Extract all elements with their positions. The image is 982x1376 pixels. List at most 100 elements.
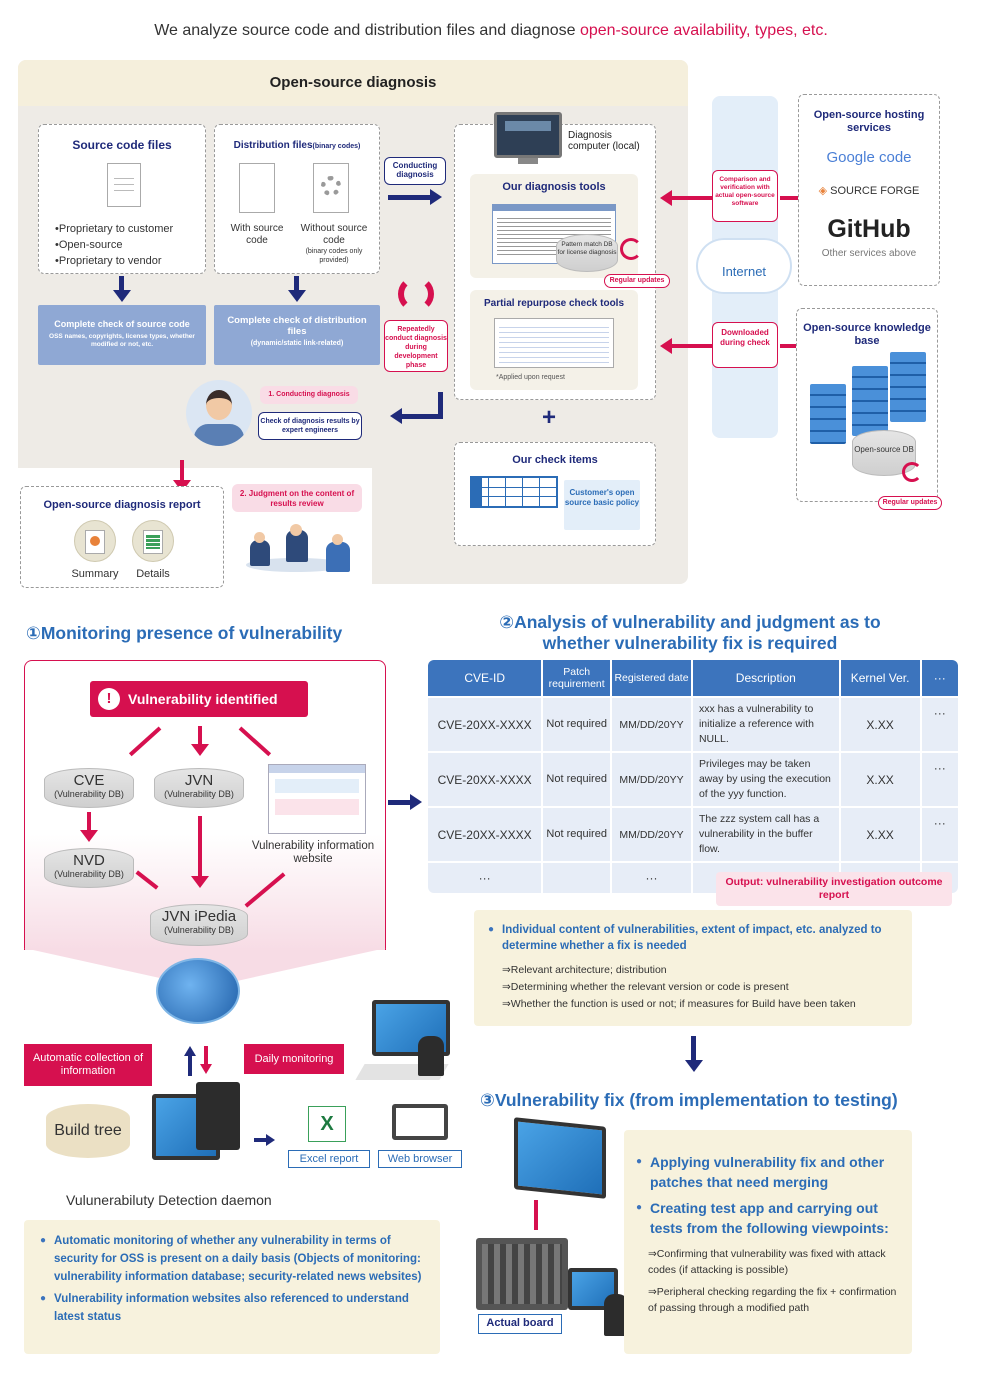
server-icon [890, 352, 926, 422]
table-cell: X.XX [840, 698, 920, 751]
monitor-icon [514, 1117, 606, 1199]
update-cycle-icon [902, 462, 922, 482]
actual-board-label: Actual board [478, 1314, 562, 1334]
table-cell: CVE-20XX-XXXX [428, 698, 542, 751]
analysis-bullet: Individual content of vulnerabilities, e… [488, 922, 898, 954]
server-tower-icon [196, 1082, 240, 1150]
check-source-box: Complete check of source code OSS names,… [38, 305, 206, 365]
cve-label: CVE [73, 772, 105, 789]
dist-files-title-suffix: (binary codes) [312, 143, 361, 150]
source-item: •Proprietary to customer [55, 223, 174, 235]
dist-files-title: Distribution files(binary codes) [215, 140, 379, 151]
arrow-down-icon [200, 1064, 212, 1074]
table-cell: The zzz system call has a vulnerability … [692, 808, 839, 861]
arrow-stem [780, 196, 798, 200]
computer-icon [494, 112, 562, 158]
table-cell: X.XX [840, 753, 920, 806]
excel-report-label: Excel report [288, 1150, 370, 1168]
analysis-title: ②Analysis of vulnerability and judgment … [440, 612, 940, 654]
arrow-right-icon [266, 1134, 275, 1146]
cable-line [534, 1200, 538, 1230]
dist-files-title-main: Distribution files [233, 140, 313, 151]
output-tag: Output: vulnerability investigation outc… [716, 872, 952, 906]
dist-files-box: Distribution files(binary codes) With so… [214, 124, 380, 274]
downloaded-tag: Downloaded during check [712, 322, 778, 368]
source-files-box: Source code files •Proprietary to custom… [38, 124, 206, 274]
arrow-stem [180, 460, 184, 482]
monitoring-bullet-list: Automatic monitoring of whether any vuln… [40, 1232, 426, 1326]
github-logo: GitHub [827, 215, 911, 243]
nvd-label: NVD [73, 852, 105, 869]
table-cell: Not required [543, 698, 611, 751]
plus-sign: + [542, 404, 557, 431]
jvn-ipedia-db: JVN iPedia (Vulnerability DB) [150, 904, 248, 946]
col-patch: Patch requirement [543, 660, 611, 696]
daily-tag: Daily monitoring [244, 1044, 344, 1074]
cve-header-row: CVE-ID Patch requirement Registered date… [428, 660, 958, 696]
web-browser-label: Web browser [378, 1150, 462, 1168]
document-icon [107, 163, 141, 207]
table-cell: MM/DD/20YY [612, 753, 691, 806]
other-services: Other services above [821, 248, 917, 259]
comparison-tag: Comparison and verification with actual … [712, 170, 778, 222]
server-icon [852, 366, 888, 436]
header-lead: We analyze source code and distribution … [0, 22, 982, 40]
table-cell: CVE-20XX-XXXX [428, 808, 542, 861]
arrow-stem [204, 1046, 208, 1066]
vuln-identified-label: Vulnerability identified [128, 691, 278, 707]
arrow-down-icon [685, 1060, 703, 1072]
arrow-down-icon [191, 876, 209, 888]
person-icon [418, 1036, 444, 1076]
details-icon [132, 520, 174, 562]
arrow-left-icon [660, 190, 672, 206]
table-cell: ··· [612, 863, 691, 893]
arrow-down-icon [113, 290, 131, 302]
arrow-stem [87, 812, 91, 832]
check-results-tag: Check of diagnosis results by expert eng… [258, 412, 362, 440]
with-source-label: With source code [230, 223, 284, 246]
col-description: Description [692, 660, 839, 696]
check-dist-box: Complete check of distribution files (dy… [214, 305, 380, 365]
table-cell: MM/DD/20YY [612, 698, 691, 751]
db-label: (Vulnerability DB) [54, 869, 124, 879]
fix-notes: Applying vulnerability fix and other pat… [624, 1130, 912, 1354]
alert-icon: ! [98, 688, 120, 710]
jvn-label: JVN [184, 772, 214, 789]
diagnosis-title-bar [18, 60, 688, 106]
globe-icon [156, 958, 240, 1024]
arrow-stem [672, 196, 712, 200]
sourceforge-text: SOURCE FORGE [830, 185, 920, 197]
monitoring-bullet: Vulnerability information websites also … [40, 1290, 426, 1326]
computer-label: Diagnosis computer (local) [568, 130, 640, 152]
arrow-left-icon [390, 408, 402, 424]
server-icon [810, 384, 846, 444]
excel-icon: X [308, 1106, 346, 1142]
knowledge-title: Open-source knowledge base [803, 322, 931, 347]
arrow-stem [780, 344, 798, 348]
step1-tag: 1. Conducting diagnosis [260, 386, 358, 404]
col-kernel: Kernel Ver. [840, 660, 920, 696]
table-cell: ··· [921, 753, 958, 806]
col-cve-id: CVE-ID [428, 660, 542, 696]
table-cell: Not required [543, 753, 611, 806]
cve-table: CVE-ID Patch requirement Registered date… [426, 658, 960, 895]
analysis-subitem: ⇒Determining whether the relevant versio… [502, 981, 789, 993]
arrow-right-icon [430, 189, 442, 205]
header-lead-text: We analyze source code and distribution … [154, 22, 580, 39]
regular-updates-tag: Regular updates [878, 496, 942, 510]
table-cell: CVE-20XX-XXXX [428, 753, 542, 806]
arrow-stem [198, 816, 202, 878]
db-label: (Vulnerability DB) [54, 789, 124, 799]
table-cell: ··· [428, 863, 542, 893]
update-cycle-icon [620, 238, 642, 260]
analysis-title-line1: ②Analysis of vulnerability and judgment … [499, 612, 881, 632]
arrow-down-icon [288, 290, 306, 302]
analysis-subitems: ⇒Relevant architecture; distribution ⇒De… [502, 962, 912, 1013]
tools-title: Our diagnosis tools [502, 181, 606, 193]
partial-screenshot [494, 318, 614, 368]
check-dist-title: Complete check of distribution files [227, 315, 367, 337]
